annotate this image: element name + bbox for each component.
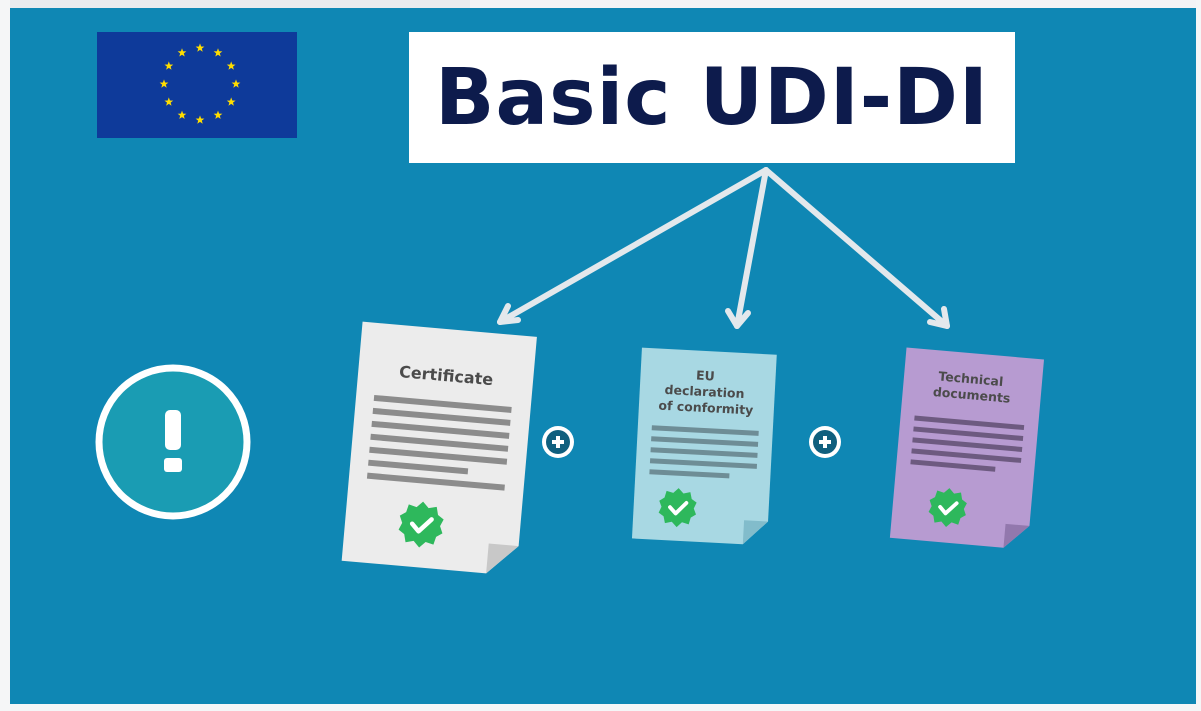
check-badge-icon — [398, 501, 444, 548]
right-border — [1196, 0, 1201, 711]
eu-star-icon — [164, 61, 174, 70]
arrow-to-declaration — [734, 167, 769, 329]
declaration-text-lines — [649, 425, 759, 479]
eu-flag-field — [97, 32, 297, 138]
certificate-paper — [341, 321, 537, 574]
technical-title-line-2: documents — [932, 384, 1011, 406]
arrow-to-certificate — [497, 167, 769, 325]
eu-flag-stars — [159, 43, 241, 124]
page-title: Basic UDI-DI — [435, 52, 989, 143]
title-banner: Basic UDI-DI — [409, 32, 1015, 163]
eu-star-icon — [164, 97, 174, 106]
declaration-fold — [742, 520, 769, 545]
bottom-border — [0, 704, 1201, 711]
eu-star-icon — [213, 48, 223, 57]
declaration-title-line-2: declaration — [664, 382, 745, 401]
exclamation-icon — [95, 364, 251, 520]
eu-star-icon — [195, 43, 205, 52]
plus-icon — [542, 426, 574, 458]
technical-text-lines — [910, 415, 1025, 472]
arrow-to-technical — [763, 167, 950, 329]
eu-star-icon — [213, 110, 223, 119]
declaration-title: EU declaration of conformity — [658, 366, 755, 418]
certificate-text-lines — [366, 394, 512, 491]
technical-title: Technical documents — [932, 368, 1012, 406]
technical-document: Technical documents — [889, 347, 1045, 548]
eu-star-icon — [226, 61, 236, 70]
arrowhead-technical — [927, 306, 950, 329]
plus-icon — [809, 426, 841, 458]
declaration-document: EU declaration of conformity — [631, 347, 777, 545]
certificate-fold — [486, 543, 519, 574]
certificate-document: Certificate — [341, 321, 537, 574]
left-border — [0, 0, 10, 711]
declaration-title-line-1: EU — [696, 368, 715, 384]
technical-title-line-1: Technical — [938, 368, 1004, 389]
eu-star-icon — [159, 79, 169, 88]
diagram-scene: Certificate — [10, 8, 1196, 704]
eu-star-icon — [226, 97, 236, 106]
top-border — [0, 0, 470, 8]
eu-flag-icon — [97, 32, 297, 138]
technical-fold — [1003, 523, 1030, 548]
alert-dot — [164, 458, 182, 472]
declaration-title-line-3: of conformity — [658, 398, 754, 418]
arrowhead-declaration — [725, 308, 751, 329]
eu-star-icon — [177, 48, 187, 57]
diagram-canvas: Certificate — [95, 32, 1045, 574]
eu-star-icon — [231, 79, 241, 88]
technical-paper — [889, 347, 1045, 548]
connector-arrows — [497, 167, 950, 329]
check-badge-icon — [658, 488, 697, 528]
check-badge-icon — [928, 488, 967, 528]
eu-star-icon — [177, 110, 187, 119]
arrowhead-certificate — [497, 303, 521, 325]
eu-star-icon — [195, 115, 205, 124]
alert-bar — [165, 410, 181, 450]
